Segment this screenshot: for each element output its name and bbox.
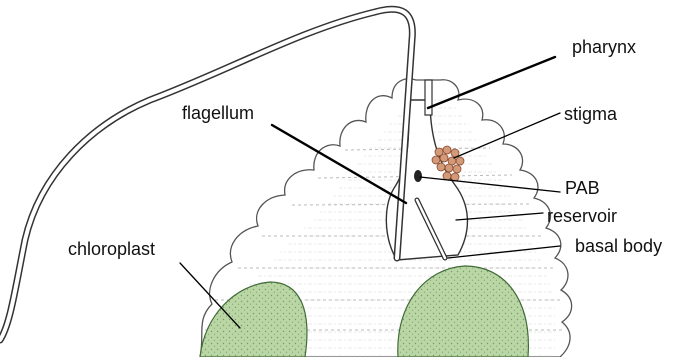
label-pab: PAB (565, 179, 600, 197)
pab (414, 170, 422, 182)
label-pharynx: pharynx (572, 38, 636, 56)
label-stigma: stigma (564, 105, 617, 123)
pharynx (425, 80, 432, 115)
label-basal-body: basal body (575, 237, 662, 255)
label-chloroplast: chloroplast (68, 240, 155, 258)
label-flagellum: flagellum (182, 104, 254, 122)
label-reservoir: reservoir (547, 207, 617, 225)
